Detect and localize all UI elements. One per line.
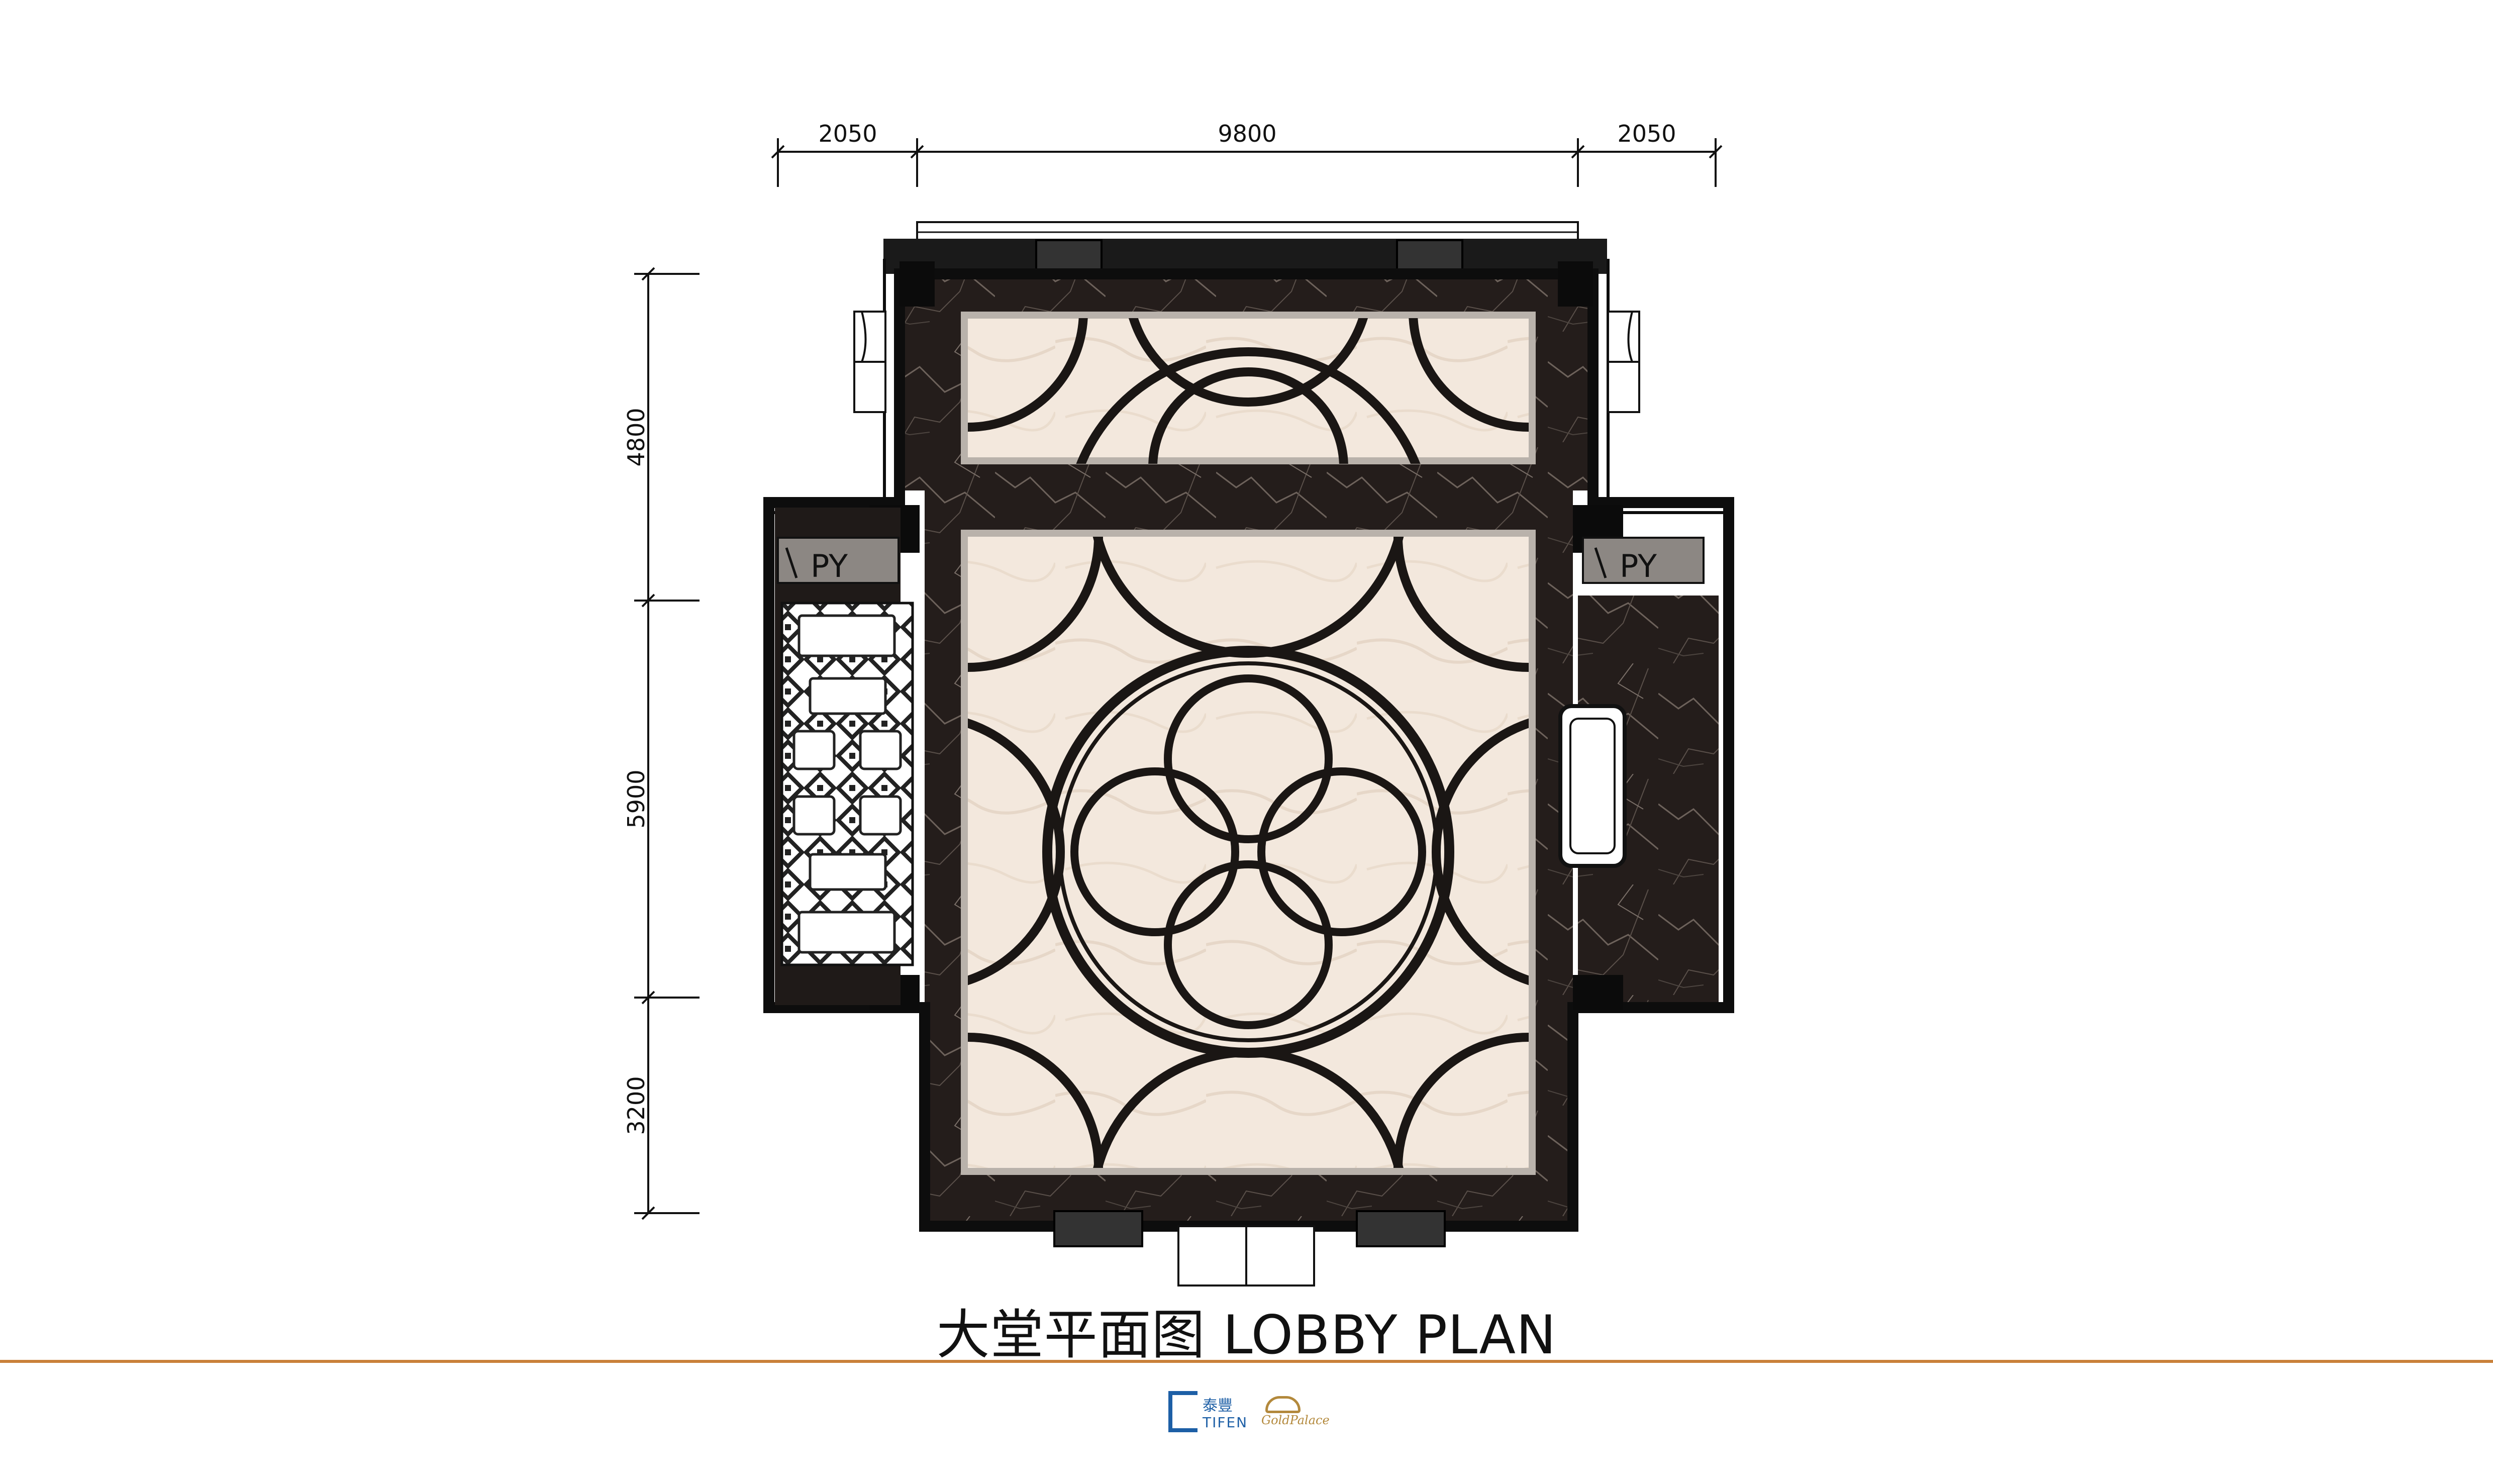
dimension-label-bottom: 3200 (623, 1076, 650, 1135)
crown-icon (1265, 1396, 1301, 1413)
tifen-logo-cn: 泰豐 (1203, 1397, 1233, 1415)
dimension-label-center: 9800 (1218, 120, 1276, 147)
vertical-dimension-line (634, 267, 700, 1220)
tifen-logo-icon (1168, 1391, 1198, 1432)
upper-floor-panel (961, 312, 1536, 464)
bottom-wall-openings (1053, 1210, 1446, 1247)
footer-divider (0, 1360, 2493, 1363)
dimension-label-middle: 5900 (623, 769, 650, 828)
right-wall-area: PY (1558, 537, 1705, 868)
dimension-label-top: 4800 (623, 408, 650, 466)
py-label-left: PY (811, 548, 848, 584)
goldpalace-logo: GoldPalace (1261, 1391, 1352, 1436)
dimension-label-left: 2050 (818, 120, 877, 147)
py-label-right: PY (1620, 548, 1657, 584)
left-lounge: PY (775, 508, 914, 1005)
top-window-wall (883, 221, 1607, 276)
drawing-title: 大堂平面图 LOBBY PLAN (936, 1304, 1557, 1366)
main-floor-panel (961, 530, 1536, 1175)
horizontal-dimension-line (771, 138, 1723, 187)
lounge-furniture (792, 614, 902, 954)
goldpalace-logo-text: GoldPalace (1261, 1413, 1330, 1427)
tifen-logo-en: TIFEN (1203, 1414, 1248, 1431)
dimension-label-right: 2050 (1617, 120, 1676, 147)
tifen-logo: 泰豐 TIFEN (1168, 1391, 1299, 1436)
entrance-doors (853, 311, 1640, 1287)
rosette-medallion (1042, 646, 1454, 1058)
